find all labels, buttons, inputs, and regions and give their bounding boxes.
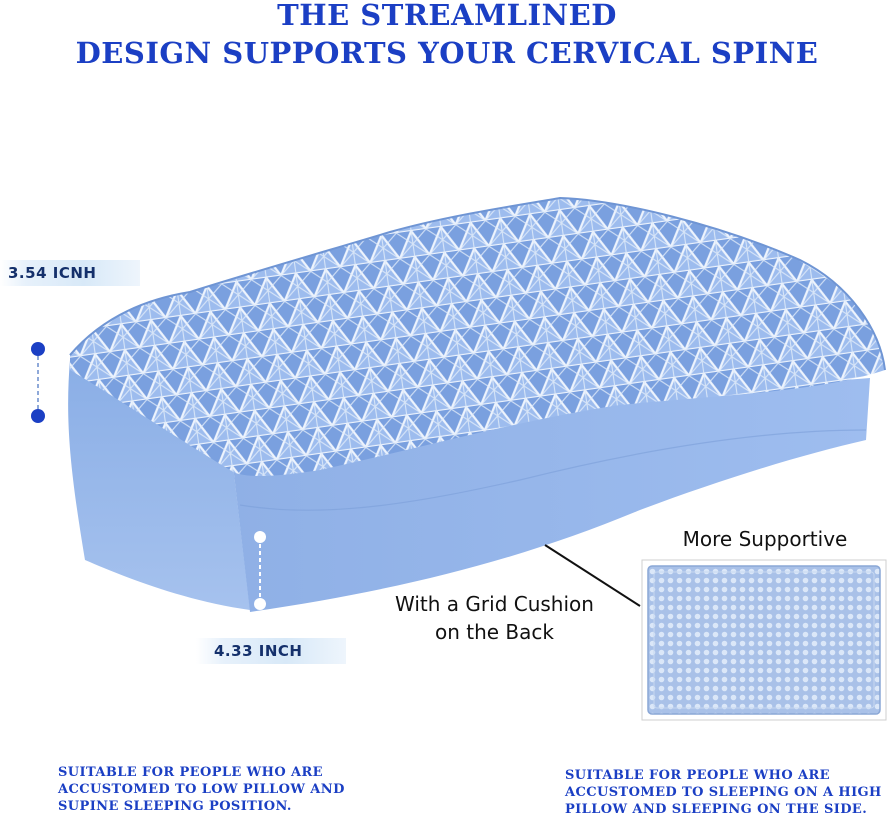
pillow-front-wall	[230, 378, 870, 612]
height-dimension-badge: 3.54 ICNH	[0, 260, 140, 286]
headline-line-1: THE STREAMLINED	[277, 0, 617, 32]
pointer-line	[544, 544, 641, 607]
right-note-line-3: PILLOW AND SLEEPING ON THE SIDE.	[565, 802, 868, 817]
headline-line-2: DESIGN SUPPORTS YOUR CERVICAL SPINE	[75, 36, 819, 70]
left-note-line-3: SUPINE SLEEPING POSITION.	[58, 799, 292, 814]
pillow-side-wall	[68, 360, 250, 610]
grid-caption-line-2: on the Back	[434, 620, 554, 644]
width-dimension-badge: 4.33 INCH	[196, 638, 346, 664]
left-note-line-2: ACCUSTOMED TO LOW PILLOW AND	[58, 782, 345, 797]
left-note-line-1: SUITABLE FOR PEOPLE WHO ARE	[58, 765, 323, 780]
grid-back-inset	[641, 559, 887, 721]
height-marker	[31, 342, 45, 423]
grid-caption-line-1: With a Grid Cushion	[395, 592, 594, 616]
right-note-line-1: SUITABLE FOR PEOPLE WHO ARE	[565, 768, 830, 783]
right-note-line-2: ACCUSTOMED TO SLEEPING ON A HIGH	[565, 785, 882, 800]
inset-label: More Supportive	[682, 527, 848, 551]
width-marker	[254, 531, 266, 610]
